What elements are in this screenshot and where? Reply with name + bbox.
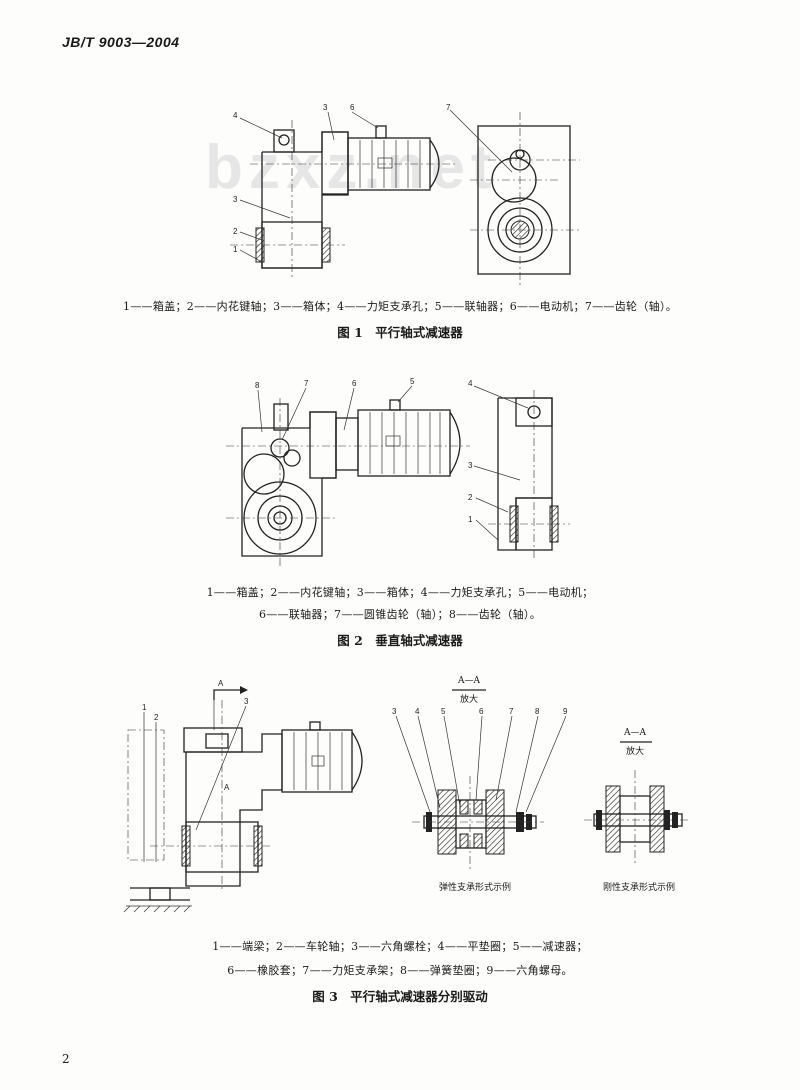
fig1-callout-7: 7 <box>446 103 451 112</box>
figure1-side-view <box>470 112 580 285</box>
fig2-callout-4: 4 <box>468 379 473 388</box>
figure2-callouts <box>257 385 529 541</box>
page-number: 2 <box>62 1052 70 1066</box>
fig3-arrow-label: A <box>218 679 224 688</box>
fig3-callout-3-main: 3 <box>244 697 249 706</box>
fig3-callout-7: 7 <box>509 707 514 716</box>
figure3-legend-line1: 1——端梁；2——车轮轴；3——六角螺栓；4——平垫圈；5——减速器； <box>212 940 588 953</box>
figure3-section-rigid <box>584 741 690 864</box>
figure2-front-view <box>226 398 470 566</box>
fig1-callout-3-top: 3 <box>323 103 328 112</box>
figure1-callouts <box>239 109 513 263</box>
fig2-callout-6: 6 <box>352 379 357 388</box>
fig2-callout-3: 3 <box>468 461 473 470</box>
fig2-callout-1: 1 <box>468 515 473 524</box>
fig2-callout-8: 8 <box>255 381 260 390</box>
fig3-callout-3: 3 <box>392 707 397 716</box>
fig3-section-label-1: A—A <box>458 676 480 686</box>
fig1-callout-1: 1 <box>233 245 238 254</box>
figure1-callout-numbers: 4 3 6 3 2 1 7 <box>233 103 451 254</box>
fig3-section-scale-1: 放大 <box>459 695 478 705</box>
fig1-callout-6: 6 <box>350 103 355 112</box>
figure1-front-view <box>230 120 455 280</box>
figure1-caption: 图 1 平行轴式减速器 <box>337 325 463 340</box>
fig3-callout-6: 6 <box>479 707 484 716</box>
fig2-callout-7: 7 <box>304 379 309 388</box>
figure2-legend-line2: 6——联轴器；7——圆锥齿轮（轴）；8——齿轮（轴）。 <box>258 608 542 621</box>
figure3-callouts-main <box>143 705 247 862</box>
fig3-callout-8: 8 <box>535 707 540 716</box>
figure3-caption: 图 3 平行轴式减速器分别驱动 <box>312 989 488 1004</box>
figure3-legend-line2: 6——橡胶套；7——力矩支承架；8——弹簧垫圈；9——六角螺母。 <box>227 964 573 977</box>
fig3-callout-4: 4 <box>415 707 420 716</box>
figure3-main-view <box>123 686 363 913</box>
fig3-section-scale-2: 放大 <box>625 747 644 757</box>
fig3-callout-5: 5 <box>441 707 446 716</box>
fig3-section-label-2: A—A <box>624 728 646 738</box>
fig3-callout-1: 1 <box>142 703 147 712</box>
figure2-legend-line1: 1——箱盖；2——内花键轴；3——箱体；4——力矩支承孔；5——电动机； <box>206 586 594 599</box>
fig1-callout-4: 4 <box>233 111 238 120</box>
figure1-legend: 1——箱盖；2——内花键轴；3——箱体；4——力矩支承孔；5——联轴器；6——电… <box>122 300 678 313</box>
figure2-side-view <box>488 390 570 560</box>
fig2-callout-5: 5 <box>410 377 415 386</box>
figure2-callout-numbers: 8 7 6 5 4 3 2 1 <box>255 377 473 524</box>
figure3-callout-numbers: 1 2 3 3 4 5 6 7 8 9 A A <box>142 679 568 792</box>
fig1-callout-2: 2 <box>233 227 238 236</box>
standard-header: JB/T 9003—2004 <box>62 34 180 50</box>
fig3-callout-9: 9 <box>563 707 568 716</box>
fig1-callout-3: 3 <box>233 195 238 204</box>
fig3-arrow-label-inner: A <box>224 783 230 792</box>
fig3-callout-2: 2 <box>154 713 159 722</box>
fig2-callout-2: 2 <box>468 493 473 502</box>
fig3-sub-caption-rigid: 刚性支承形式示例 <box>602 883 675 893</box>
fig3-sub-caption-elastic: 弹性支承形式示例 <box>438 883 511 893</box>
figure2-caption: 图 2 垂直轴式减速器 <box>337 633 463 648</box>
figure3-section-elastic <box>395 689 567 870</box>
